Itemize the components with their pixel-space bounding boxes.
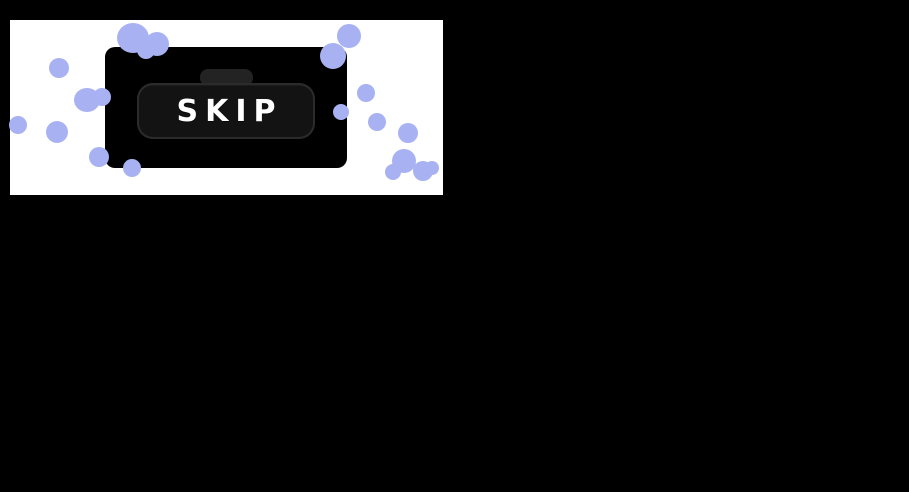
skip-button[interactable]: SKIP [137, 83, 315, 139]
panel-tab [200, 69, 253, 86]
ad-card: SKIP [10, 20, 443, 195]
ad-panel: SKIP [105, 47, 347, 168]
